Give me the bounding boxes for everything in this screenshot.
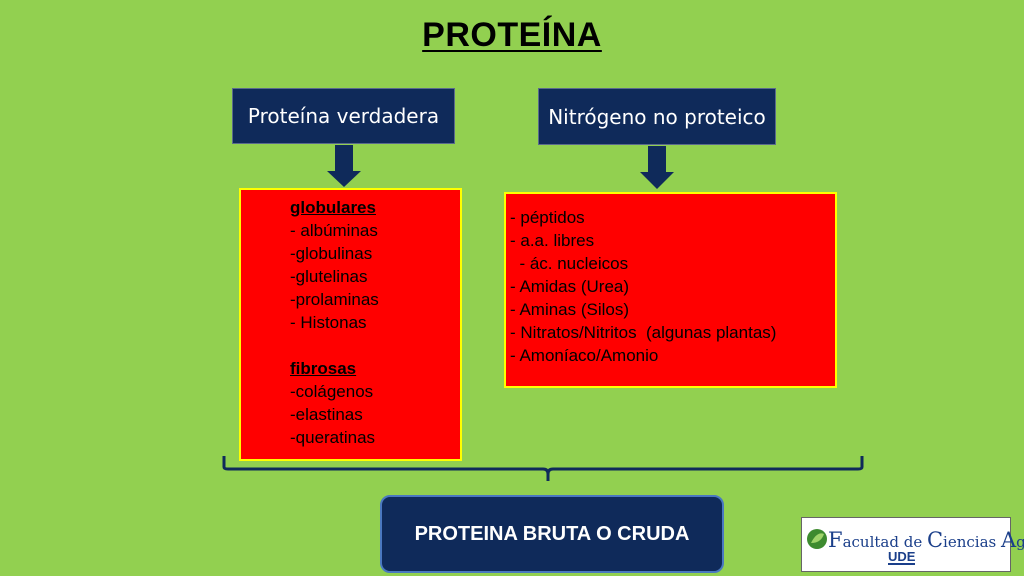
non-protein-nitrogen-list: - péptidos - a.a. libres - ác. nucleicos… [504, 192, 837, 388]
non-protein-nitrogen-label: Nitrógeno no proteico [548, 104, 766, 129]
list-item: - Histonas [290, 313, 367, 332]
page-title-text: PROTEÍNA [422, 16, 602, 54]
list-item: -globulinas [290, 244, 373, 263]
list-item: - a.a. libres [510, 231, 595, 250]
list-item: -elastinas [290, 405, 363, 424]
list-item: - péptidos [510, 208, 585, 227]
true-protein-box: Proteína verdadera [232, 88, 455, 144]
leaf-icon [807, 529, 827, 549]
list-item: - albúminas [290, 221, 378, 240]
list-item: - Aminas (Silos) [510, 300, 630, 319]
crude-protein-label: PROTEINA BRUTA O CRUDA [414, 522, 690, 545]
brace [222, 456, 864, 481]
list-item: - ác. nucleicos [510, 254, 629, 273]
globulares-heading: globulares [290, 198, 376, 217]
list-item: -queratinas [290, 428, 376, 447]
list-item: -colágenos [290, 382, 374, 401]
logo-subtitle: UDE [888, 549, 916, 565]
spacer [290, 334, 460, 357]
true-protein-label: Proteína verdadera [247, 104, 440, 128]
list-item: - Amoníaco/Amonio [510, 346, 659, 365]
page-title: PROTEÍNA [0, 16, 1024, 55]
arrow-down-right [640, 146, 674, 189]
true-protein-list: globulares - albúminas -globulinas -glut… [239, 188, 462, 461]
list-item: - Amidas (Urea) [510, 277, 630, 296]
faculty-logo: Facultad de Ciencias Agrarias UDE [801, 517, 1024, 572]
list-item: -prolaminas [290, 290, 379, 309]
crude-protein-box: PROTEINA BRUTA O CRUDA [380, 495, 724, 573]
list-item: - Nitratos/Nitritos (algunas plantas) [510, 323, 777, 342]
logo-wordmark: Facultad de Ciencias Agrarias [828, 528, 1024, 552]
list-item: -glutelinas [290, 267, 368, 286]
fibrosas-heading: fibrosas [290, 359, 357, 378]
non-protein-nitrogen-box: Nitrógeno no proteico [538, 88, 776, 145]
arrow-down-left [327, 145, 361, 187]
